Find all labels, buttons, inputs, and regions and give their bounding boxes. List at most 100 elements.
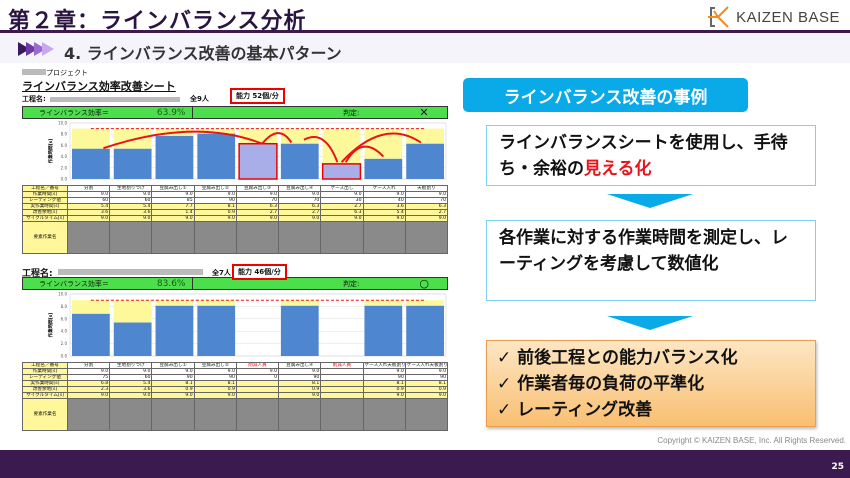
margin-bar [155, 300, 194, 306]
row-label: サイクルタイム[s] [22, 392, 68, 399]
element-work-cell [278, 221, 322, 254]
actual-time-bar [72, 313, 110, 356]
down-arrow-icon [607, 194, 693, 208]
row-label: 要素作業名 [22, 221, 68, 254]
y-axis-label: 作業時間[s] [47, 313, 54, 338]
checklist-item: ✓ 作業者毎の負荷の平準化 [497, 374, 705, 394]
chevrons-icon [18, 42, 54, 56]
element-work-cell [320, 398, 364, 431]
line-balance-sheet-after: 工程名: 全7人 能力 46個/分 ラインバランス効率＝83.6% 判定:○ 0… [22, 264, 449, 431]
margin-bar [406, 300, 444, 306]
element-work-cell [235, 398, 280, 431]
element-work-cell [151, 221, 195, 254]
margin-bar [197, 300, 236, 306]
margin-bar [406, 128, 444, 144]
efficiency-bar: ラインバランス効率＝63.9% 判定:✕ [22, 106, 448, 119]
table-cell: ケース入れ天板割り [404, 362, 449, 369]
margin-bar [72, 128, 110, 149]
transfer-arrow-icon [344, 145, 385, 163]
y-tick-label: 2.0 [61, 165, 68, 170]
row-label: レーティング値 [22, 197, 68, 204]
capacity-callout: 能力 52個/分 [230, 88, 285, 104]
sheet-title: ラインバランス効率改善シート [22, 80, 176, 93]
actual-time-bar [406, 143, 444, 179]
y-tick-label: 6.0 [61, 316, 68, 321]
actual-time-bar [155, 305, 194, 356]
actual-time-bar [72, 148, 110, 179]
footer-bar [0, 450, 850, 478]
row-label: レーティング値 [22, 374, 68, 381]
element-work-cell [362, 398, 406, 431]
table-row: 要素作業名 [22, 398, 449, 431]
element-work-cell [66, 398, 111, 431]
element-work-cell [109, 398, 153, 431]
margin-bar [197, 128, 236, 134]
line-balance-sheet-before: プロジェクト ラインバランス効率改善シート 工程名: 全9人 能力 52個/分 … [22, 68, 449, 254]
element-work-cell [278, 398, 322, 431]
project-label: プロジェクト [22, 68, 448, 78]
actual-time-bar [280, 305, 319, 356]
y-tick-label: 10.0 [58, 292, 67, 297]
transfer-arrow-icon [261, 132, 293, 145]
actual-time-bar [197, 305, 236, 356]
element-work-cell [404, 398, 449, 431]
logo: KAIZEN BASE [706, 6, 840, 28]
copyright: Copyright © KAIZEN BASE, Inc. All Rights… [657, 436, 846, 445]
case-study-label: ラインバランス改善の事例 [463, 78, 748, 112]
kaizen-logo-icon [708, 6, 729, 28]
actual-time-bar [364, 305, 403, 356]
step-visualize: ラインバランスシートを使用し、手待ち・余裕の見える化 [486, 125, 816, 186]
margin-bar [113, 300, 152, 323]
transfer-arrow-icon [303, 136, 339, 163]
header-divider [0, 30, 850, 33]
element-work-cell [404, 221, 449, 254]
element-work-cell [193, 398, 237, 431]
section-subtitle: 4. ラインバランス改善の基本パターン [64, 44, 342, 63]
capacity-callout: 能力 46個/分 [232, 264, 287, 280]
actual-time-bar [113, 148, 152, 179]
element-work-cell [151, 398, 195, 431]
element-work-cell [109, 221, 153, 254]
y-tick-label: 4.0 [61, 154, 68, 159]
actual-time-bar [280, 143, 319, 179]
y-tick-label: 0.0 [61, 177, 68, 182]
y-tick-label: 4.0 [61, 329, 68, 334]
element-work-cell [193, 221, 237, 254]
checklist-item: ✓ レーティング改善 [497, 400, 653, 420]
step-measure: 各作業に対する作業時間を測定し、レーティングを考慮して数値化 [486, 220, 816, 301]
subtitle-band [0, 33, 850, 63]
y-tick-label: 0.0 [61, 354, 68, 359]
y-tick-label: 6.0 [61, 143, 68, 148]
element-work-cell [66, 221, 111, 254]
efficiency-bar: ラインバランス効率＝83.6% 判定:○ [22, 277, 448, 290]
process-info: 工程名: 全9人 能力 52個/分 [22, 88, 448, 106]
margin-bar [72, 300, 110, 314]
actual-time-bar [406, 305, 444, 356]
actual-time-bar [321, 163, 362, 180]
element-work-cell [320, 221, 364, 254]
check-icon: ✓ [497, 400, 518, 420]
row-label: 要素作業名 [22, 398, 68, 431]
process-info: 工程名: 全7人 能力 46個/分 [22, 264, 448, 280]
check-icon: ✓ [497, 348, 518, 368]
margin-bar [364, 300, 403, 306]
y-tick-label: 2.0 [61, 341, 68, 346]
highlight-text: 見える化 [584, 159, 652, 179]
actual-time-bar [155, 135, 194, 179]
element-work-cell [362, 221, 406, 254]
result-checklist: ✓ 前後工程との能力バランス化 ✓ 作業者毎の負荷の平準化 ✓ レーティング改善 [486, 340, 816, 427]
down-arrow-icon [607, 316, 693, 330]
actual-time-bar [238, 142, 278, 180]
y-tick-label: 10.0 [58, 121, 67, 126]
transfer-arrow-icon [340, 132, 422, 163]
element-work-cell [235, 221, 280, 254]
y-tick-label: 8.0 [61, 132, 68, 137]
